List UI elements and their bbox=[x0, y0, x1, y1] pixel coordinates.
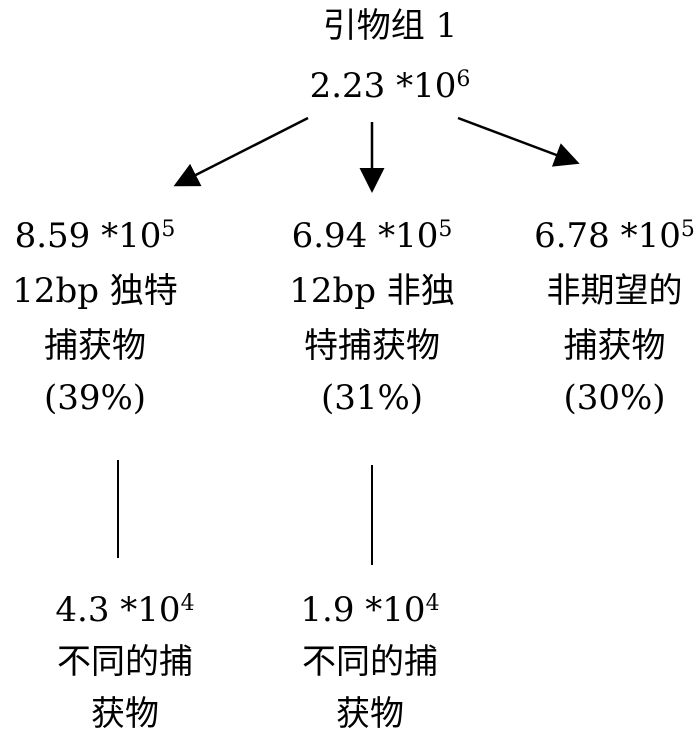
node-2-count-base: 6.94 *10 bbox=[292, 216, 439, 256]
node-1-count-exponent: 5 bbox=[161, 217, 175, 242]
child-1-count-exponent: 4 bbox=[181, 591, 195, 616]
child-1-label-line2: 获物 bbox=[25, 688, 225, 740]
node-2-label-line2: 特捕获物 bbox=[262, 320, 482, 372]
child-1-count-base: 4.3 *10 bbox=[55, 590, 180, 630]
arrow-to-node-1 bbox=[178, 118, 308, 184]
child-1-count: 4.3 *104 bbox=[25, 584, 225, 636]
child-2-count-exponent: 4 bbox=[426, 591, 440, 616]
child-2-count: 1.9 *104 bbox=[270, 584, 470, 636]
node-3-count: 6.78 *105 bbox=[530, 210, 699, 262]
root-count: 2.23 *106 bbox=[270, 60, 510, 112]
node-1-count-base: 8.59 *10 bbox=[15, 216, 162, 256]
child-1-label-line1: 不同的捕 bbox=[25, 636, 225, 688]
node-1-count: 8.59 *105 bbox=[0, 210, 190, 262]
node-3-label-line2: 捕获物 bbox=[530, 320, 699, 372]
node-2-count-exponent: 5 bbox=[438, 217, 452, 242]
node-2-count: 6.94 *105 bbox=[262, 210, 482, 262]
node-3-count-exponent: 5 bbox=[681, 217, 695, 242]
root-title: 引物组 1 bbox=[270, 0, 510, 52]
arrow-to-node-3 bbox=[458, 118, 575, 162]
root-count-exponent: 6 bbox=[456, 67, 470, 92]
node-1-percent: (39%) bbox=[0, 372, 190, 424]
node-1-label-line2: 捕获物 bbox=[0, 320, 190, 372]
child-2-label-line2: 获物 bbox=[270, 688, 470, 740]
node-3-percent: (30%) bbox=[530, 372, 699, 424]
node-3-label-line1: 非期望的 bbox=[530, 265, 699, 317]
node-1-label-line1: 12bp 独特 bbox=[0, 265, 190, 317]
node-3-count-base: 6.78 *10 bbox=[534, 216, 681, 256]
root-count-base: 2.23 *10 bbox=[310, 66, 457, 106]
child-2-label-line1: 不同的捕 bbox=[270, 636, 470, 688]
child-2-count-base: 1.9 *10 bbox=[300, 590, 425, 630]
node-2-percent: (31%) bbox=[262, 372, 482, 424]
node-2-label-line1: 12bp 非独 bbox=[262, 265, 482, 317]
